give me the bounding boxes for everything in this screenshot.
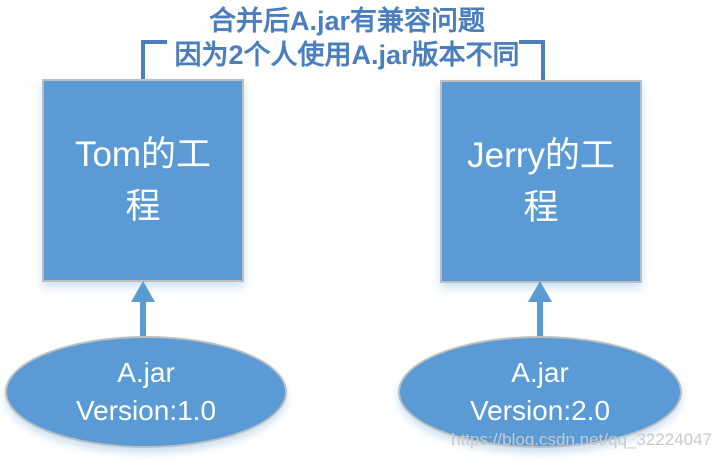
jerry-project-label-line-1: Jerry的工 [467, 135, 615, 175]
right-arrow-up-icon [528, 281, 552, 302]
jar-v1-name: A.jar [117, 357, 175, 388]
jar-v1-version: Version:1.0 [75, 395, 217, 426]
jerry-project-label-line-2: 程 [523, 187, 559, 227]
jar-v1-ellipse: A.jar Version:1.0 [5, 336, 287, 448]
tom-project-box: Tom的工 程 [42, 79, 244, 282]
jar-v2-name: A.jar [511, 357, 569, 388]
jar-v2-ellipse: A.jar Version:2.0 [398, 336, 682, 448]
tom-project-label-line-2: 程 [125, 186, 161, 226]
left-arrow-shaft [140, 299, 146, 341]
csdn-watermark: https://blog.csdn.net/qq_32224047 [451, 430, 712, 449]
tom-project-label: Tom的工 程 [75, 129, 211, 233]
annotation-line-2: 因为2个人使用A.jar版本不同 [174, 40, 520, 70]
left-corner-bracket [141, 40, 167, 83]
annotation-line-1: 合并后A.jar有兼容问题 [208, 6, 486, 36]
left-arrow-up-icon [131, 281, 155, 302]
top-annotation: 合并后A.jar有兼容问题 因为2个人使用A.jar版本不同 [0, 4, 694, 72]
right-corner-bracket [519, 40, 545, 83]
right-arrow-shaft [537, 299, 543, 341]
tom-project-label-line-1: Tom的工 [74, 134, 212, 174]
jerry-project-label: Jerry的工 程 [467, 130, 615, 234]
jar-v2-version: Version:2.0 [469, 395, 611, 426]
jerry-project-box: Jerry的工 程 [440, 80, 642, 283]
